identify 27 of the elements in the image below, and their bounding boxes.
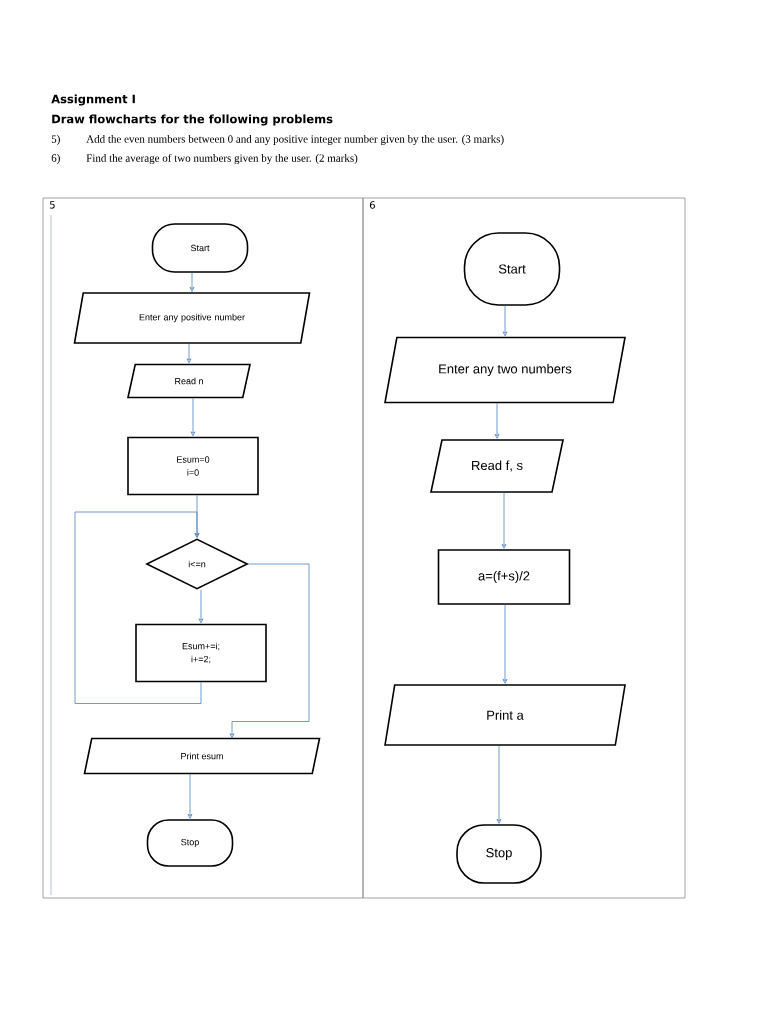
- process-box: Esum+=i; i+=2;: [135, 623, 267, 683]
- arrow: [501, 492, 507, 549]
- list-number: 6): [51, 154, 60, 164]
- arrow: [496, 745, 502, 824]
- input-output-parallelogram: Enter any two numbers: [384, 336, 626, 404]
- arrow: [187, 773, 193, 819]
- arrow: [74, 511, 202, 704]
- input-output-parallelogram: Read f, s: [430, 439, 564, 493]
- arrow: [502, 604, 508, 684]
- input-output-parallelogram: Print esum: [83, 737, 321, 775]
- arrow: [190, 397, 196, 437]
- problem-text: Find the average of two numbers given by the user. (2 marks): [86, 153, 358, 165]
- input-output-parallelogram: Enter any positive number: [73, 292, 311, 344]
- input-output-parallelogram: Print a: [384, 684, 626, 746]
- list-number: 5): [51, 135, 60, 145]
- arrow: [198, 589, 204, 624]
- process-box: Esum=0 i=0: [127, 436, 259, 496]
- process-box: a=(f+s)/2: [437, 549, 571, 605]
- title: Assignment I: [51, 94, 135, 106]
- arrow: [186, 343, 192, 364]
- problem-text: Add the even numbers between 0 and any positive integer number given by the user. (3 marks): [86, 135, 504, 145]
- arrow: [502, 305, 508, 337]
- arrow: [494, 402, 500, 439]
- arrow: [189, 272, 195, 292]
- heading: Draw flowcharts for the following problems: [52, 114, 333, 126]
- arrow: [229, 563, 310, 738]
- input-output-parallelogram: Read n: [127, 363, 251, 399]
